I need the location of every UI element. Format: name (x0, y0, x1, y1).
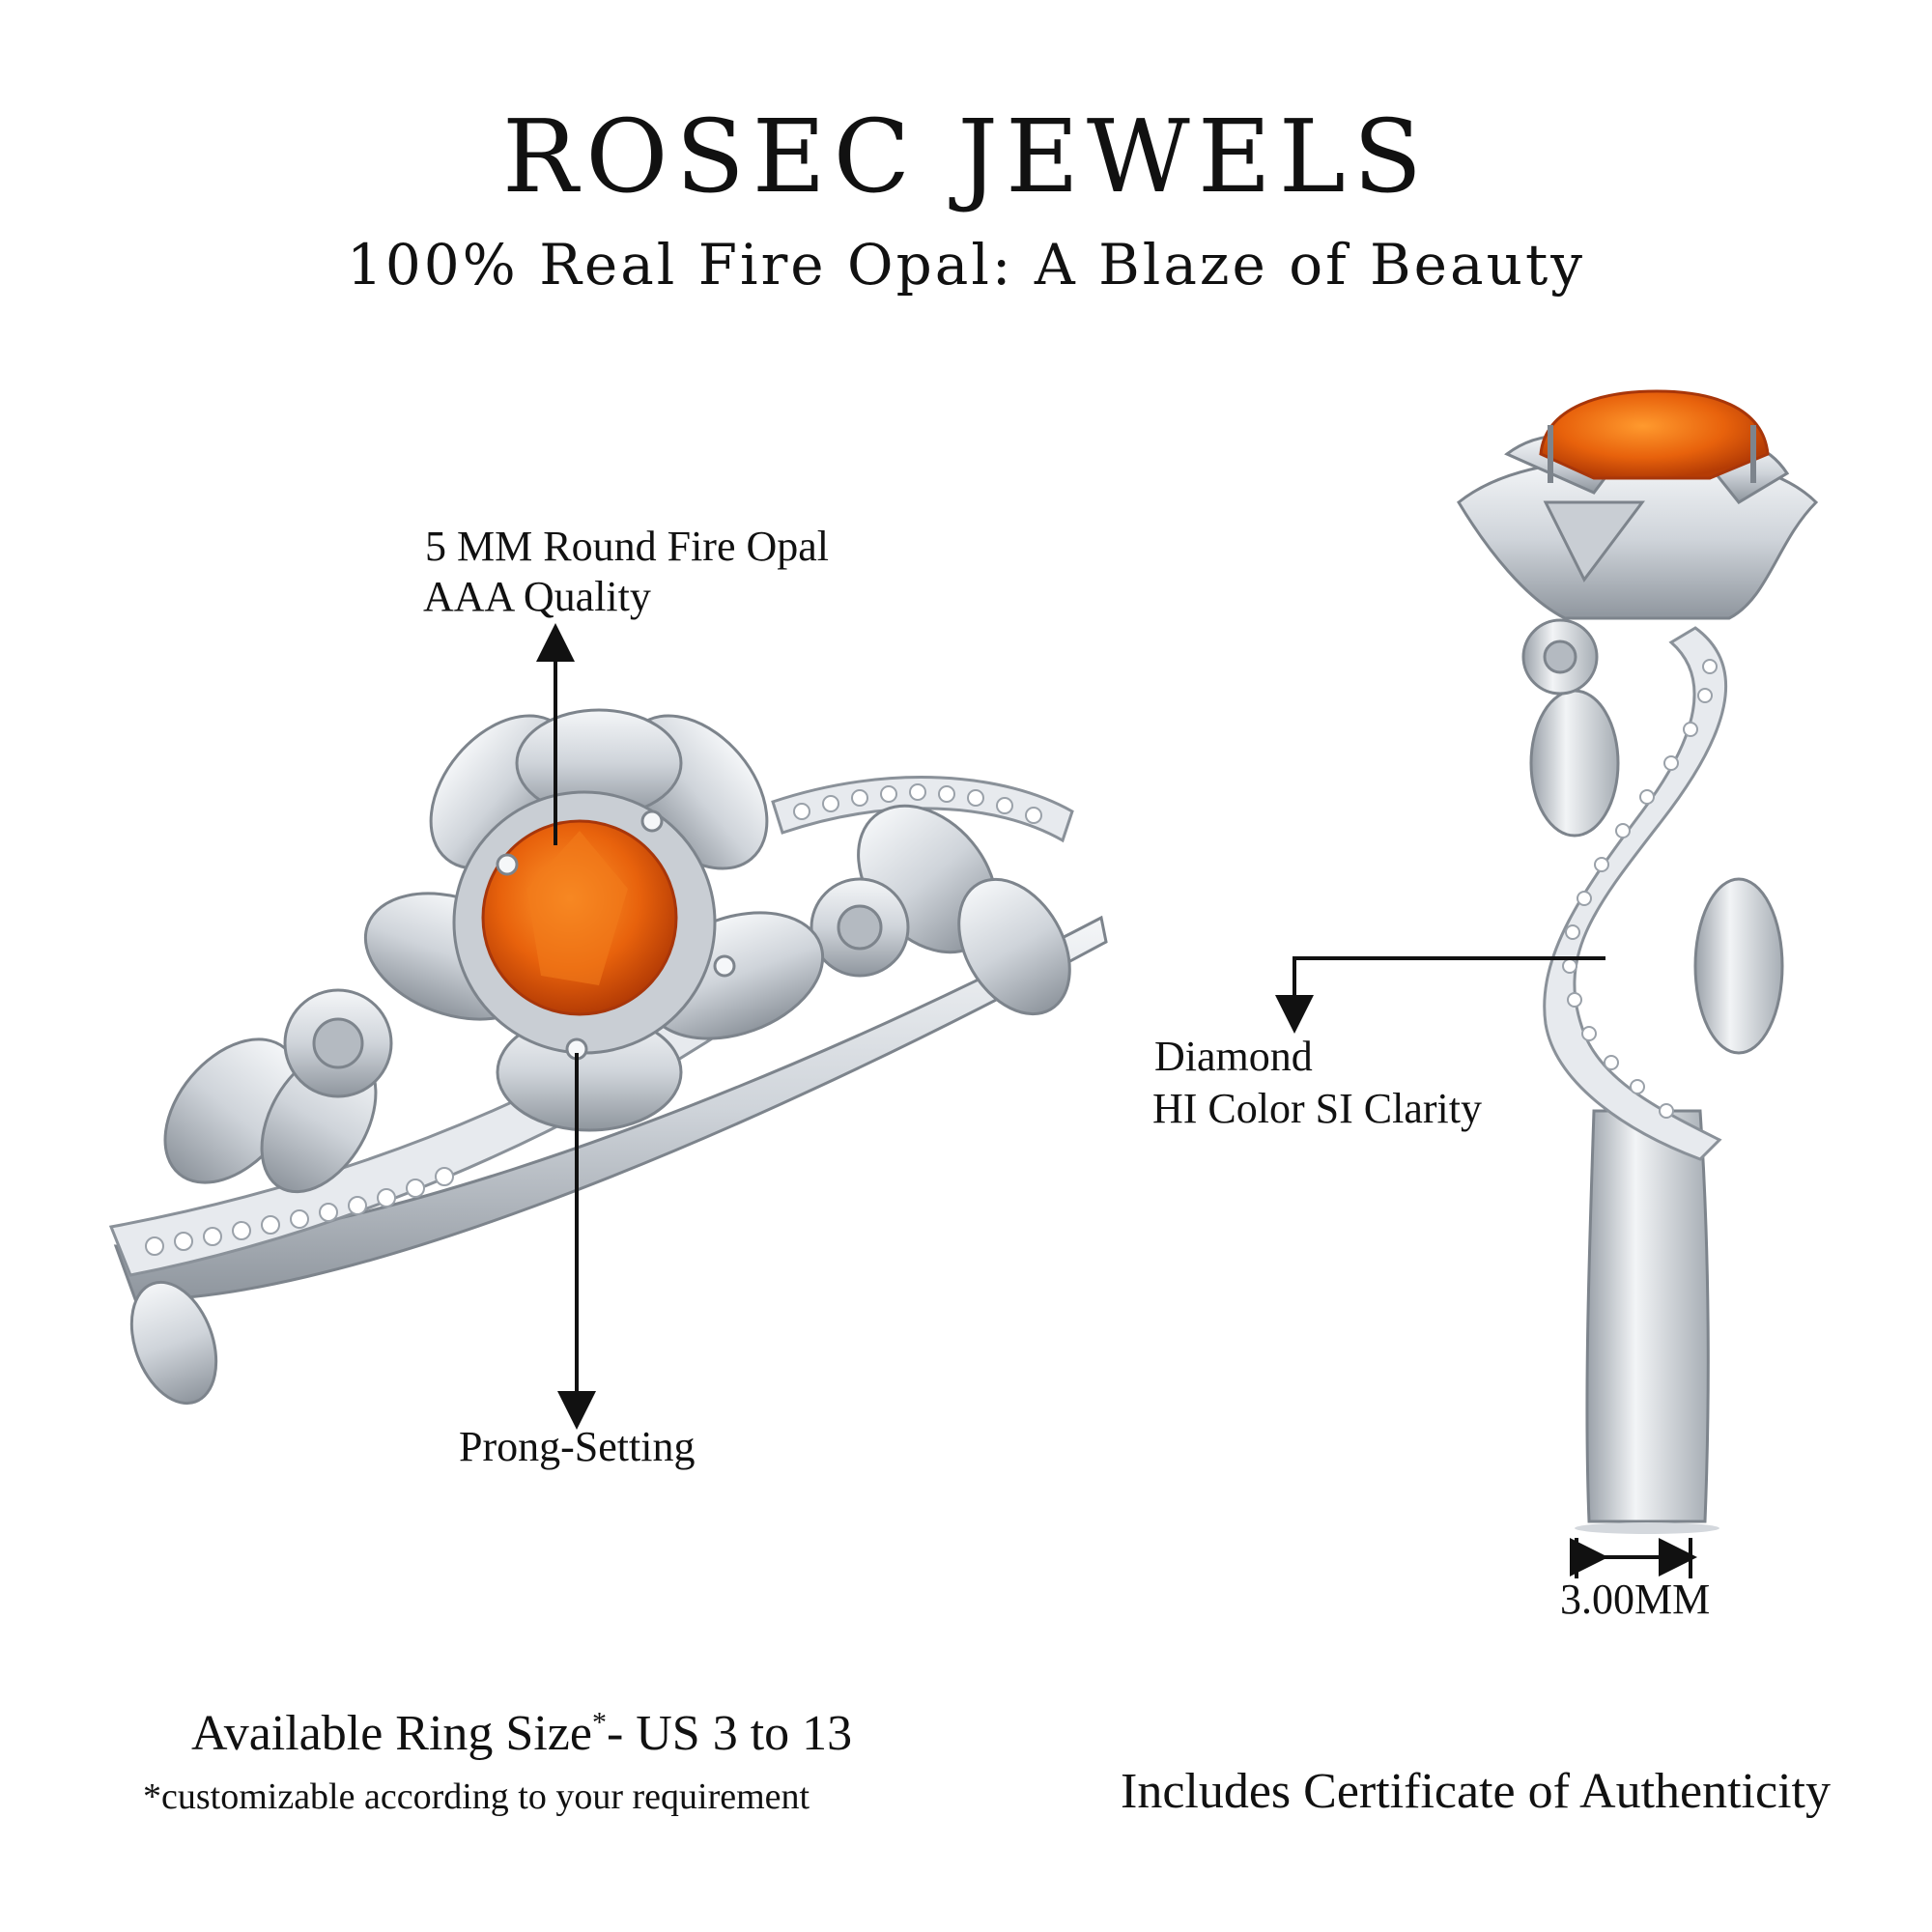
diamond-label: Diamond (1154, 1033, 1313, 1080)
setting-label: Prong-Setting (459, 1423, 696, 1470)
right-ring (1457, 389, 1819, 1534)
ring-size-range: - US 3 to 13 (606, 1706, 853, 1761)
callout-lines (536, 623, 1697, 1578)
band-width-label: 3.00MM (1560, 1576, 1711, 1623)
tagline: 100% Real Fire Opal: A Blaze of Beauty (346, 232, 1586, 298)
left-ring (108, 708, 1108, 1406)
pave-diamonds-side (1562, 659, 1718, 1119)
brand-title: ROSEC JEWELS (501, 98, 1431, 215)
diamond-quality-label: HI Color SI Clarity (1152, 1085, 1482, 1132)
fire-opal-stone-side (1539, 389, 1770, 480)
ring-size-info: Available Ring Size*- US 3 to 13 (191, 1705, 852, 1762)
ring-size-note: *customizable according to your requirem… (143, 1776, 810, 1817)
stone-label-quality: AAA Quality (423, 573, 651, 620)
prongs (496, 810, 736, 1061)
stone-label-size: 5 MM Round Fire Opal (425, 523, 829, 570)
ring-size-asterisk: * (591, 1706, 607, 1739)
pave-diamonds-left (145, 1167, 454, 1256)
pave-diamonds-right (793, 783, 1042, 824)
ring-size-prefix: Available Ring Size (191, 1706, 592, 1761)
certificate-note: Includes Certificate of Authenticity (1121, 1764, 1831, 1819)
diamond-callout-line (1275, 956, 1605, 1034)
